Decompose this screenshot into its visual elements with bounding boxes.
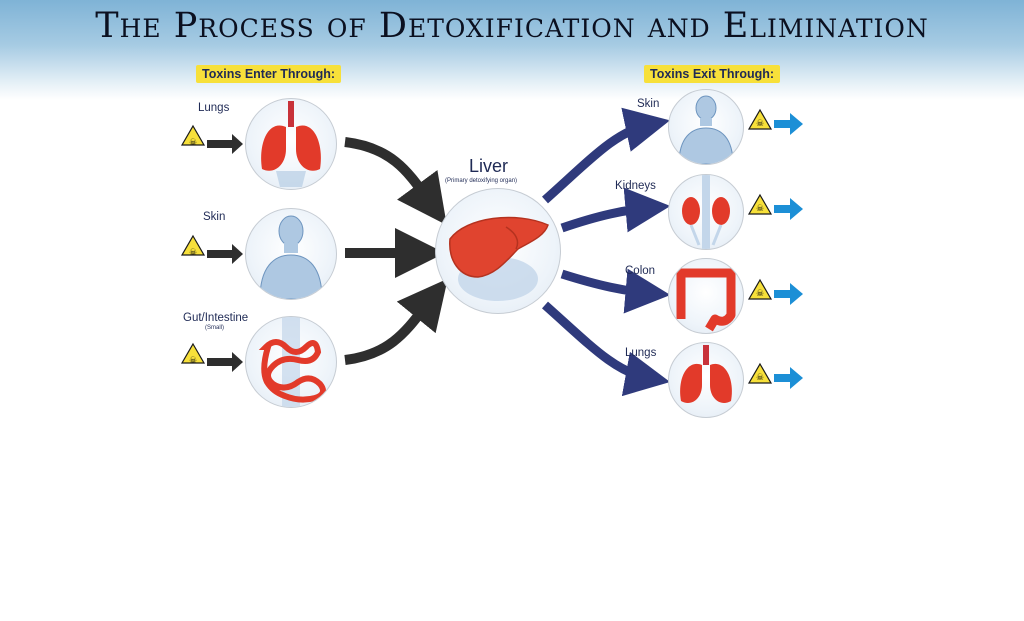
exit-heading: Toxins Exit Through: [644, 65, 781, 83]
exit-label-lungs: Lungs [625, 347, 657, 359]
exit-label-skin: Skin [637, 98, 660, 110]
hazard-arrow-lungs: ☠ [180, 124, 243, 154]
enter-sublabel-gut: (Small) [205, 325, 224, 331]
hazard-arrow-exit-kidneys: ☠ [747, 193, 803, 220]
enter-heading: Toxins Enter Through: [196, 65, 342, 83]
liver-icon [435, 188, 561, 314]
lungs-icon [668, 342, 744, 418]
arrow-lungs-to-liver [344, 137, 447, 226]
hazard-arrow-exit-lungs: ☠ [747, 362, 803, 389]
page-title: The Process of Detoxification and Elimin… [95, 6, 929, 46]
arrow-liver-to-lungs [542, 301, 671, 397]
header-band [0, 0, 1024, 100]
arrow-liver-to-skin [542, 107, 671, 204]
svg-text:☠: ☠ [756, 373, 764, 383]
svg-text:☠: ☠ [189, 138, 197, 148]
human-torso-icon [245, 208, 337, 300]
enter-label-skin: Skin [203, 211, 226, 223]
human-torso-icon [668, 89, 744, 165]
hazard-arrow-exit-colon: ☠ [747, 278, 803, 305]
svg-text:☠: ☠ [189, 356, 197, 366]
colon-icon [668, 258, 744, 334]
hazard-arrow-exit-skin: ☠ [747, 108, 803, 135]
enter-label-lungs: Lungs [198, 102, 230, 114]
exit-label-colon: Colon [625, 265, 656, 277]
liver-sublabel: (Primary detoxifying organ) [445, 178, 518, 184]
arrow-liver-to-colon [560, 268, 671, 314]
svg-text:☠: ☠ [756, 289, 764, 299]
arrow-gut-to-liver [344, 278, 448, 365]
enter-label-gut: Gut/Intestine [183, 312, 249, 324]
svg-text:☠: ☠ [189, 248, 197, 258]
kidneys-icon [668, 174, 744, 250]
exit-label-kidneys: Kidneys [615, 180, 656, 192]
liver-label: Liver [469, 156, 509, 176]
arrow-liver-to-kidneys [560, 187, 671, 233]
lungs-icon [245, 98, 337, 190]
svg-text:☠: ☠ [756, 119, 764, 129]
hazard-arrow-skin: ☠ [180, 234, 243, 264]
intestine-icon [245, 316, 337, 408]
hazard-arrow-gut: ☠ [180, 342, 243, 372]
svg-text:☠: ☠ [756, 204, 764, 214]
